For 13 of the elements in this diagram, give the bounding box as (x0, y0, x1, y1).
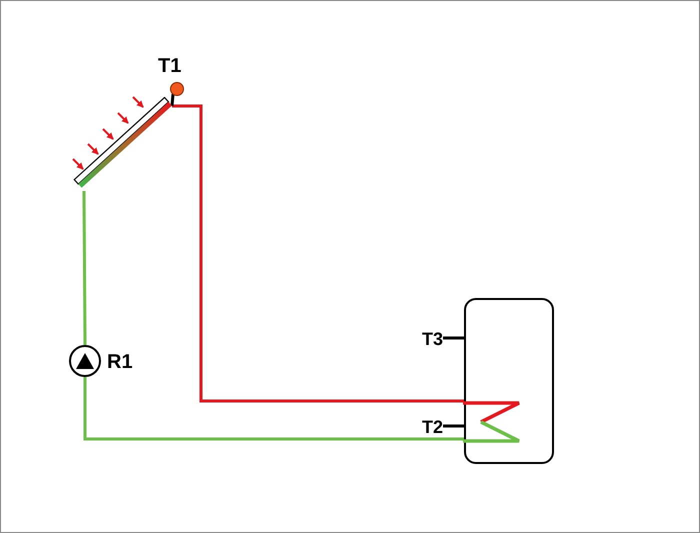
sensor-label: T2 (413, 416, 443, 438)
sensor-label: T1 (158, 54, 182, 79)
leader-line (82, 191, 86, 345)
storage-tank (464, 298, 554, 464)
leader-line (443, 336, 464, 340)
leader-line (172, 104, 464, 402)
sensor-label: T3 (413, 328, 443, 350)
leader-line (170, 94, 174, 106)
temperature-sensor (170, 82, 184, 96)
pump-label: R1 (107, 350, 133, 375)
pump-symbol (69, 345, 101, 377)
leader-line (443, 424, 464, 428)
leader-line (84, 377, 464, 440)
